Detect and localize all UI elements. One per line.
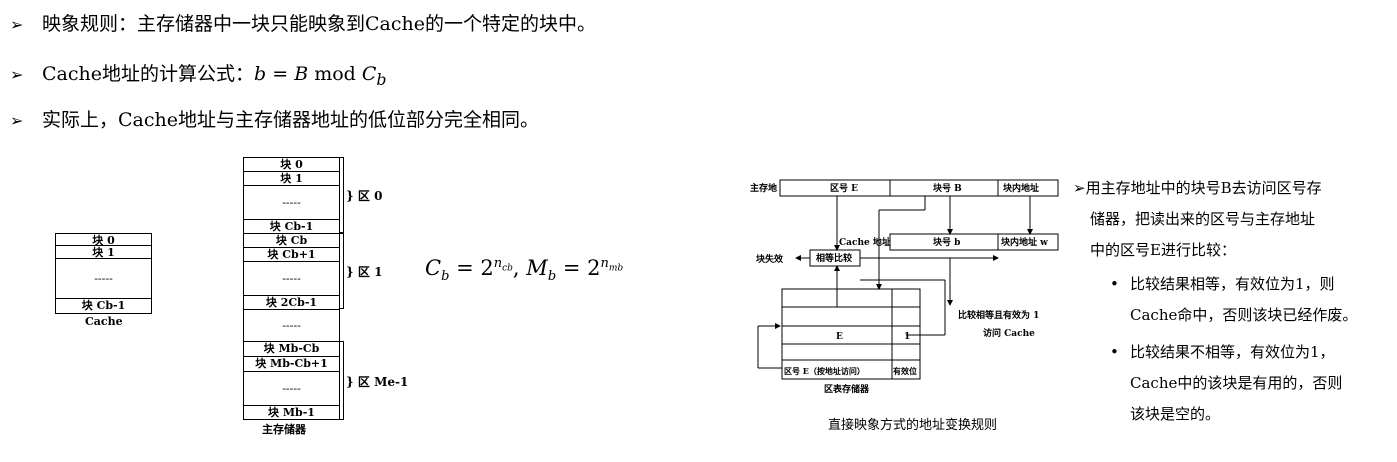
region-label-last: } 区 Me-1 [346, 375, 409, 389]
main-memory-table: 块 0 块 1 ----- 块 Cb-1 块 Cb 块 Cb+1 ----- 块… [243, 157, 340, 420]
cache-label: Cache [85, 315, 123, 328]
cache-row: 块 1 [56, 246, 151, 259]
sub-bullet-icon: • [1110, 343, 1119, 361]
explanation-line: 中的区号E进行比较： [1090, 241, 1236, 259]
memory-row: ----- [244, 310, 339, 342]
memory-row: 块 Mb-1 [268, 406, 315, 419]
explanation-sub-line: 该块是空的。 [1130, 405, 1221, 423]
region-brace [340, 233, 344, 309]
cache-row: ----- [56, 259, 151, 299]
bullet-low-bits: ➢ 实际上，Cache地址与主存储器地址的低位部分完全相同。 [10, 108, 539, 133]
table-entry-valid: 1 [904, 332, 910, 342]
bullet-text: 映象规则：主存储器中一块只能映象到Cache的一个特定的块中。 [42, 13, 596, 35]
result-label-1: 比较相等且有效为 1 [958, 309, 1039, 321]
bullet-mapping-rule: ➢ 映象规则：主存储器中一块只能映象到Cache的一个特定的块中。 [10, 12, 596, 37]
memory-row: 块 0 [244, 158, 339, 172]
table-caption: 区表存储器 [824, 383, 870, 395]
explanation-sub-line: 比较结果不相等，有效位为1， [1130, 343, 1335, 361]
explanation-sub-line: Cache中的该块是有用的，否则 [1130, 374, 1343, 392]
table-entry-e: E [836, 332, 843, 342]
region-label-0: } 区 0 [346, 189, 383, 203]
arrow-bullet-icon: ➢ [10, 15, 24, 34]
bullet-text: Cache地址的计算公式： [42, 63, 254, 85]
sub-bullet-icon: • [1110, 275, 1119, 293]
explanation-line: ➢用主存地址中的块号B去访问区号存 [1073, 179, 1322, 197]
field-region: 区号 E [830, 183, 858, 194]
cache-field-offset: 块内地址 w [1001, 236, 1048, 248]
arrow-bullet-icon: ➢ [10, 111, 24, 130]
compare-box-label: 相等比较 [816, 252, 852, 264]
field-block: 块号 B [933, 182, 962, 194]
memory-row: 块 Cb-1 [244, 220, 339, 234]
arrow-bullet-icon: ➢ [1073, 179, 1086, 197]
explanation-line: 储器，把读出来的区号与主存地址 [1090, 210, 1316, 228]
memory-row: 块 Mb-Cb [244, 342, 339, 357]
memory-row: 块 2Cb-1 [244, 296, 339, 310]
result-label-2: 访问 Cache [983, 327, 1035, 339]
table-header-valid: 有效位 [893, 366, 917, 376]
memory-row: ----- [244, 372, 339, 406]
memory-row: ----- [244, 262, 339, 296]
bullet-address-formula: ➢ Cache地址的计算公式：b = B mod Cb [10, 62, 387, 92]
cache-block-table: 块 0 块 1 ----- 块 Cb-1 [55, 233, 152, 314]
memory-row: 块 Cb+1 [244, 248, 339, 262]
invalid-label: 块失效 [756, 253, 784, 265]
cache-field-block: 块号 b [933, 236, 960, 248]
memory-row: 块 Cb [244, 234, 339, 248]
main-address-label: 主存地 [750, 182, 777, 194]
arrow-bullet-icon: ➢ [10, 65, 24, 84]
memory-row: 块 Mb-Cb+1 [244, 357, 339, 372]
address-translation-diagram: 主存地 区号 E 块号 B 块内地址 Cache 地址 块号 b 块内地址 w … [750, 179, 1059, 395]
block-count-formula: Cb = 2ncb, Mb = 2nmb [425, 256, 624, 285]
bullet-text: 实际上，Cache地址与主存储器地址的低位部分完全相同。 [42, 109, 539, 131]
region-label-1: } 区 1 [346, 265, 383, 279]
memory-row: ----- [244, 186, 339, 220]
cache-row: 块 0 [56, 234, 151, 247]
explanation-sub-line: 比较结果相等，有效位为1，则 [1130, 275, 1335, 293]
cache-address-label: Cache 地址 [839, 236, 891, 248]
main-memory-label: 主存储器 [262, 423, 306, 436]
address-formula: b = B mod Cb [254, 63, 387, 89]
field-offset: 块内地址 [1003, 182, 1039, 194]
memory-row: 块 1 [244, 172, 339, 186]
table-header-region: 区号 E（按地址访问） [784, 366, 865, 376]
diagram-caption: 直接映象方式的地址变换规则 [828, 418, 998, 433]
region-brace [340, 157, 344, 233]
explanation-sub-line: Cache命中，否则该块已经作废。 [1130, 306, 1358, 324]
cache-row: 块 Cb-1 [81, 299, 126, 312]
region-brace [340, 341, 344, 420]
